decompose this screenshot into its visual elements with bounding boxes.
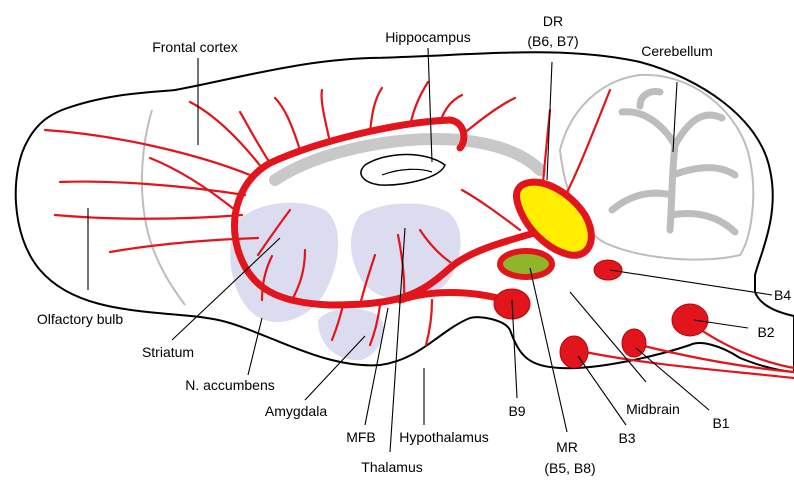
b3-nucleus: [560, 336, 588, 368]
label-olfactory-bulb: Olfactory bulb: [37, 311, 124, 327]
label-mr-nuclei: (B5, B8): [544, 460, 595, 476]
mr-nucleus: [500, 251, 552, 277]
label-dr: DR: [543, 13, 563, 29]
b2-nucleus: [672, 304, 708, 336]
label-b4: B4: [774, 287, 791, 303]
label-mfb: MFB: [346, 429, 376, 445]
label-cerebellum: Cerebellum: [641, 43, 713, 59]
label-b3: B3: [618, 430, 635, 446]
label-midbrain: Midbrain: [626, 401, 680, 417]
label-b2: B2: [757, 324, 774, 340]
label-n-accumbens: N. accumbens: [185, 377, 274, 393]
label-amygdala: Amygdala: [265, 403, 327, 419]
b4-nucleus: [594, 260, 622, 280]
label-frontal-cortex: Frontal cortex: [152, 39, 238, 55]
label-hypothalamus: Hypothalamus: [399, 429, 489, 445]
label-dr-nuclei: (B6, B7): [527, 33, 578, 49]
label-b9: B9: [508, 403, 525, 419]
label-b1: B1: [712, 415, 729, 431]
label-striatum: Striatum: [142, 344, 194, 360]
label-hippocampus: Hippocampus: [385, 29, 471, 45]
thalamus-region: [351, 203, 461, 300]
label-thalamus: Thalamus: [361, 459, 422, 475]
label-mr: MR: [556, 439, 578, 455]
